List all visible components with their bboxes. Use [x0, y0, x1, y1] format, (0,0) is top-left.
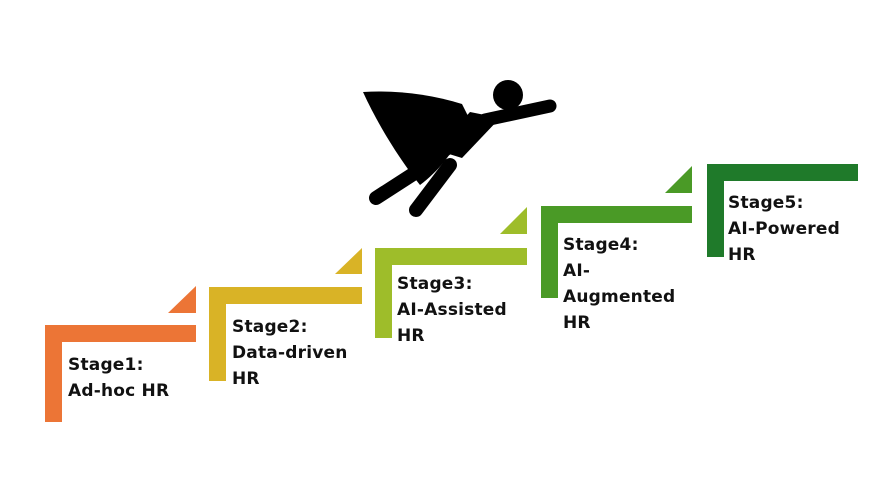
stage-5-bracket	[707, 164, 858, 257]
stage-1-arrow-tip	[168, 286, 196, 313]
stage-2-arrow-tip	[335, 248, 362, 274]
stage-1-step	[45, 286, 196, 422]
stage-1-bracket	[45, 325, 196, 422]
stage-5-text: Stage5: AI-Powered HR	[728, 190, 840, 268]
stage-5-line-1: AI-Powered	[728, 219, 840, 239]
stage-2-bracket	[209, 287, 362, 381]
stage-2-text: Stage2: Data-driven HR	[232, 314, 348, 392]
stage-3-step	[375, 207, 527, 338]
stage-4-step	[541, 166, 692, 298]
stage-1-line-1: Ad-hoc HR	[68, 381, 170, 401]
stage-4-line-2: Augmented	[563, 287, 676, 307]
hero-leg-back	[369, 151, 445, 205]
stage-4-line-1: AI-	[563, 261, 591, 281]
stage-4-bracket	[541, 206, 692, 298]
flying-superhero-icon	[363, 80, 557, 217]
stage-3-line-1: AI-Assisted	[397, 300, 507, 320]
stage-3-label: Stage3:	[397, 274, 473, 294]
stage-1-label: Stage1:	[68, 355, 144, 375]
stage-3-text: Stage3: AI-Assisted HR	[397, 271, 507, 349]
hero-leg-front	[409, 158, 457, 217]
stage-4-text: Stage4: AI- Augmented HR	[563, 232, 675, 336]
stage-3-line-2: HR	[397, 326, 425, 346]
stage-4-arrow-tip	[665, 166, 692, 193]
stage-5-line-2: HR	[728, 245, 756, 265]
stage-3-arrow-tip	[500, 207, 527, 234]
stage-4-line-3: HR	[563, 313, 591, 333]
hero-arm	[478, 99, 557, 127]
stage-5-step	[707, 164, 858, 257]
stage-2-label: Stage2:	[232, 317, 308, 337]
stage-5-label: Stage5:	[728, 193, 804, 213]
stage-2-line-1: Data-driven	[232, 343, 348, 363]
stage-4-label: Stage4:	[563, 235, 639, 255]
hero-head	[493, 80, 523, 110]
stage-2-line-2: HR	[232, 369, 260, 389]
stage-2-step	[209, 248, 362, 381]
stage-1-text: Stage1: Ad-hoc HR	[68, 352, 169, 404]
stage-3-bracket	[375, 248, 527, 338]
